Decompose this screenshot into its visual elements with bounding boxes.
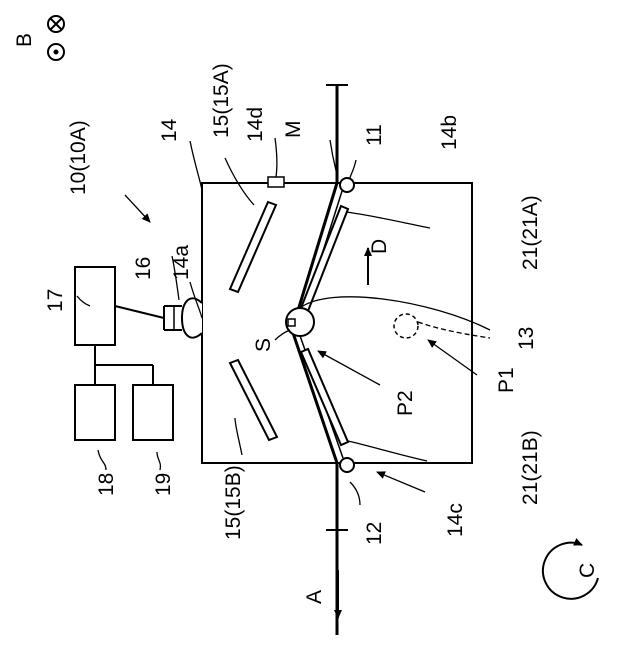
label-14: 14	[158, 118, 181, 142]
sensor-tip	[288, 319, 295, 326]
label-18: 18	[95, 473, 118, 496]
arrow-P1	[428, 340, 477, 375]
axis-B-symbols	[48, 16, 64, 60]
sensor-13-P1	[394, 314, 418, 338]
label-21A: 21(21A)	[519, 195, 542, 270]
leader-lines	[77, 138, 430, 505]
arrow-P2	[318, 351, 380, 385]
target-15B	[230, 360, 277, 440]
label-13: 13	[515, 327, 538, 350]
label-S: S	[252, 338, 275, 352]
film-M	[292, 85, 348, 635]
label-15B: 15(15B)	[222, 465, 245, 540]
box-19	[133, 385, 173, 440]
label-P1: P1	[495, 367, 518, 393]
label-21B: 21(21B)	[519, 430, 542, 505]
label-P2: P2	[394, 390, 417, 416]
label-14d: 14d	[244, 107, 267, 142]
label-D: D	[368, 239, 391, 254]
label-17: 17	[44, 289, 67, 312]
window-16	[164, 298, 202, 337]
label-M: M	[282, 121, 305, 139]
label-15A: 15(15A)	[210, 63, 233, 138]
label-12: 12	[363, 522, 386, 545]
roller-11	[340, 178, 354, 192]
label-14c: 14c	[444, 503, 467, 537]
box-17	[75, 267, 115, 345]
label-14b: 14b	[438, 115, 461, 150]
label-B: B	[13, 33, 36, 47]
label-16: 16	[132, 257, 155, 280]
roller-12	[340, 458, 354, 472]
arrow-10	[125, 195, 150, 222]
label-10: 10(10A)	[67, 120, 90, 195]
label-C: C	[576, 563, 599, 578]
box-18	[75, 385, 115, 440]
sensor-13-leader-solid	[300, 297, 490, 330]
label-19: 19	[152, 473, 175, 496]
label-A: A	[303, 590, 326, 604]
label-14a: 14a	[170, 245, 193, 280]
arrow-14c	[377, 472, 425, 492]
target-15A	[230, 202, 276, 292]
port-14d	[268, 177, 284, 187]
label-11: 11	[363, 124, 386, 146]
